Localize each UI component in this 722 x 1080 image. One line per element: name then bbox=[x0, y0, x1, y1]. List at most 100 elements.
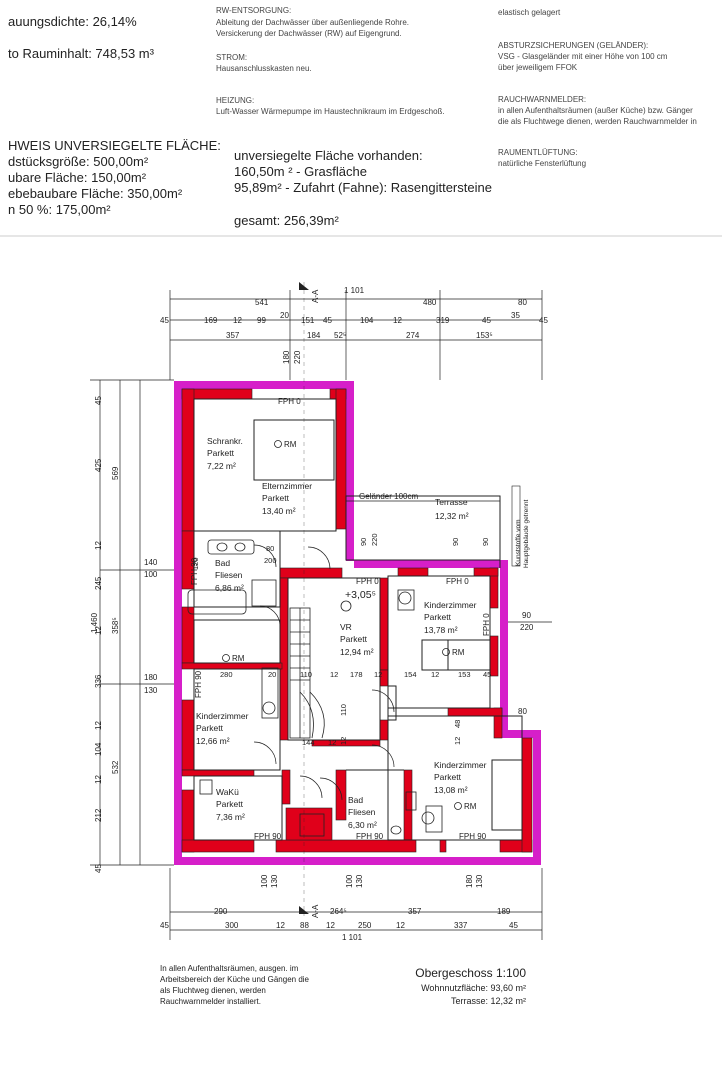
room-bad2-name: Bad bbox=[348, 795, 363, 805]
fph-label: FPH 0 bbox=[446, 577, 469, 586]
dim: 12 bbox=[94, 626, 103, 635]
privacy-wall bbox=[511, 485, 521, 567]
dim: 290 bbox=[214, 907, 228, 916]
grasflaeche: 160,50m ² - Grasfläche bbox=[234, 164, 367, 179]
room-kinder2-area: 12,66 m² bbox=[196, 736, 230, 746]
wall-note: Hauptgebäude getrennt bbox=[523, 499, 530, 568]
unbebaute-flaeche: ebebaubare Fläche: 350,00m² bbox=[8, 186, 183, 201]
dim: 274 bbox=[406, 331, 420, 340]
grundstuecksgroesse: dstücksgröße: 500,00m² bbox=[8, 154, 149, 169]
dim: 169 bbox=[204, 316, 218, 325]
dim: 12 bbox=[94, 775, 103, 784]
left-dimensions: 1.460 569 358⁵ 532 45 425 12 245 12 336 … bbox=[90, 396, 158, 873]
unversiegelt-title: unversiegelte Fläche vorhanden: bbox=[234, 148, 423, 163]
dim: 151 bbox=[301, 316, 315, 325]
dim: 45 bbox=[539, 316, 548, 325]
dim: 357 bbox=[226, 331, 240, 340]
dim: 250 bbox=[358, 921, 372, 930]
dim: 280 bbox=[220, 670, 233, 679]
dim: 357 bbox=[408, 907, 422, 916]
fph-label: FPH 0 bbox=[356, 577, 379, 586]
fuenfzig-prozent: n 50 %: 175,00m² bbox=[8, 202, 111, 217]
dim: 245 bbox=[94, 576, 103, 590]
rm-label: RM bbox=[232, 654, 245, 663]
dim: 12 bbox=[94, 721, 103, 730]
dim: 178 bbox=[350, 670, 363, 679]
room-bad1-name: Bad bbox=[215, 558, 230, 568]
nachweis-title: HWEIS UNVERSIEGELTE FLÄCHE: bbox=[8, 138, 221, 153]
fph-label: FPH 0 bbox=[482, 613, 491, 636]
strom-title: STROM: bbox=[216, 53, 248, 62]
dim: 569 bbox=[111, 466, 120, 480]
dim: 12 bbox=[276, 921, 285, 930]
rm-label: RM bbox=[464, 802, 477, 811]
annotation-labels: RM RM RM RM FPH 0 FPH 0 FPH 0 FPH 90 FPH… bbox=[190, 289, 530, 918]
room-waku-name: WaKü bbox=[216, 787, 239, 797]
rauchmelder-note-3: als Fluchtweg dienen, werden bbox=[160, 986, 266, 995]
dim: 45 bbox=[160, 316, 169, 325]
fph-label: FPH 90 bbox=[190, 557, 199, 585]
dim: 140 bbox=[144, 558, 158, 567]
dim: 180 bbox=[282, 350, 291, 364]
dim: 319 bbox=[436, 316, 450, 325]
dim: 90 bbox=[359, 538, 368, 546]
dim: 12 bbox=[330, 670, 338, 679]
room-terrasse-name: Terrasse bbox=[435, 497, 468, 507]
dim: 12 bbox=[328, 738, 336, 747]
dim: 480 bbox=[423, 298, 437, 307]
heizung-title: HEIZUNG: bbox=[216, 96, 255, 105]
dimension-lines bbox=[90, 290, 552, 940]
dim: 130 bbox=[355, 874, 364, 888]
dim: 45 bbox=[94, 396, 103, 405]
dim: 220 bbox=[370, 533, 379, 546]
dim: 184 bbox=[307, 331, 321, 340]
dim: 80 bbox=[266, 544, 274, 553]
dim-bottom-total: 1 101 bbox=[342, 933, 363, 942]
dim: 154 bbox=[404, 670, 417, 679]
room-bad2-floor: Fliesen bbox=[348, 807, 376, 817]
dim: 12 bbox=[326, 921, 335, 930]
insulation bbox=[174, 381, 541, 865]
dim: 541 bbox=[255, 298, 269, 307]
dim: 45 bbox=[483, 670, 491, 679]
dim: 45 bbox=[94, 864, 103, 873]
dim: 45 bbox=[160, 921, 169, 930]
room-vr-name: VR bbox=[340, 622, 352, 632]
absturz-line-2: über jeweiligem FFOK bbox=[498, 63, 578, 72]
room-kinder3-name: Kinderzimmer bbox=[434, 760, 487, 770]
dim: 264⁵ bbox=[330, 907, 347, 916]
room-bad2-area: 6,30 m² bbox=[348, 820, 377, 830]
dim: 12 bbox=[453, 737, 462, 745]
dim: 90 bbox=[481, 538, 490, 546]
smoke-detector-icons bbox=[222, 440, 462, 810]
dim: 12 bbox=[339, 737, 348, 745]
door-swings bbox=[253, 544, 395, 801]
walls bbox=[181, 388, 533, 853]
room-vr-floor: Parkett bbox=[340, 634, 368, 644]
room-waku-area: 7,36 m² bbox=[216, 812, 245, 822]
dim: 110 bbox=[339, 704, 348, 716]
room-labels: Schrankr. Parkett 7,22 m² Elternzimmer P… bbox=[196, 436, 487, 830]
dim: 99 bbox=[257, 316, 266, 325]
dim: 48 bbox=[453, 720, 462, 728]
terrassenflaeche: Terrasse: 12,32 m² bbox=[450, 996, 526, 1006]
inner-dimensions: 280 20 110 12 178 12 154 12 153 45 144 1… bbox=[191, 533, 491, 747]
elastisch: elastisch gelagert bbox=[498, 8, 561, 17]
dim: 20 bbox=[268, 670, 276, 679]
dim: 88 bbox=[300, 921, 309, 930]
dim: 12 bbox=[94, 541, 103, 550]
dim-left-total: 1.460 bbox=[90, 612, 99, 633]
top-dimensions: 1 101 541 480 80 45 169 12 99 20 151 45 … bbox=[160, 286, 548, 364]
rauchmelder-note-2: Arbeitsbereich der Küche und Gängen die bbox=[160, 975, 309, 984]
strom-line-1: Hausanschlusskasten neu. bbox=[216, 64, 312, 73]
dim: 220 bbox=[520, 623, 534, 632]
dim: 100 bbox=[260, 874, 269, 888]
bebauungsdichte: auungsdichte: 26,14% bbox=[8, 14, 137, 29]
room-kinder1-floor: Parkett bbox=[424, 612, 452, 622]
fixtures bbox=[187, 539, 443, 837]
dim: 90 bbox=[451, 538, 460, 546]
lueftung-line-1: natürliche Fensterlüftung bbox=[498, 159, 587, 168]
dim: 104 bbox=[94, 742, 103, 756]
section-label: A-A bbox=[311, 904, 320, 918]
dim: 20 bbox=[280, 311, 289, 320]
